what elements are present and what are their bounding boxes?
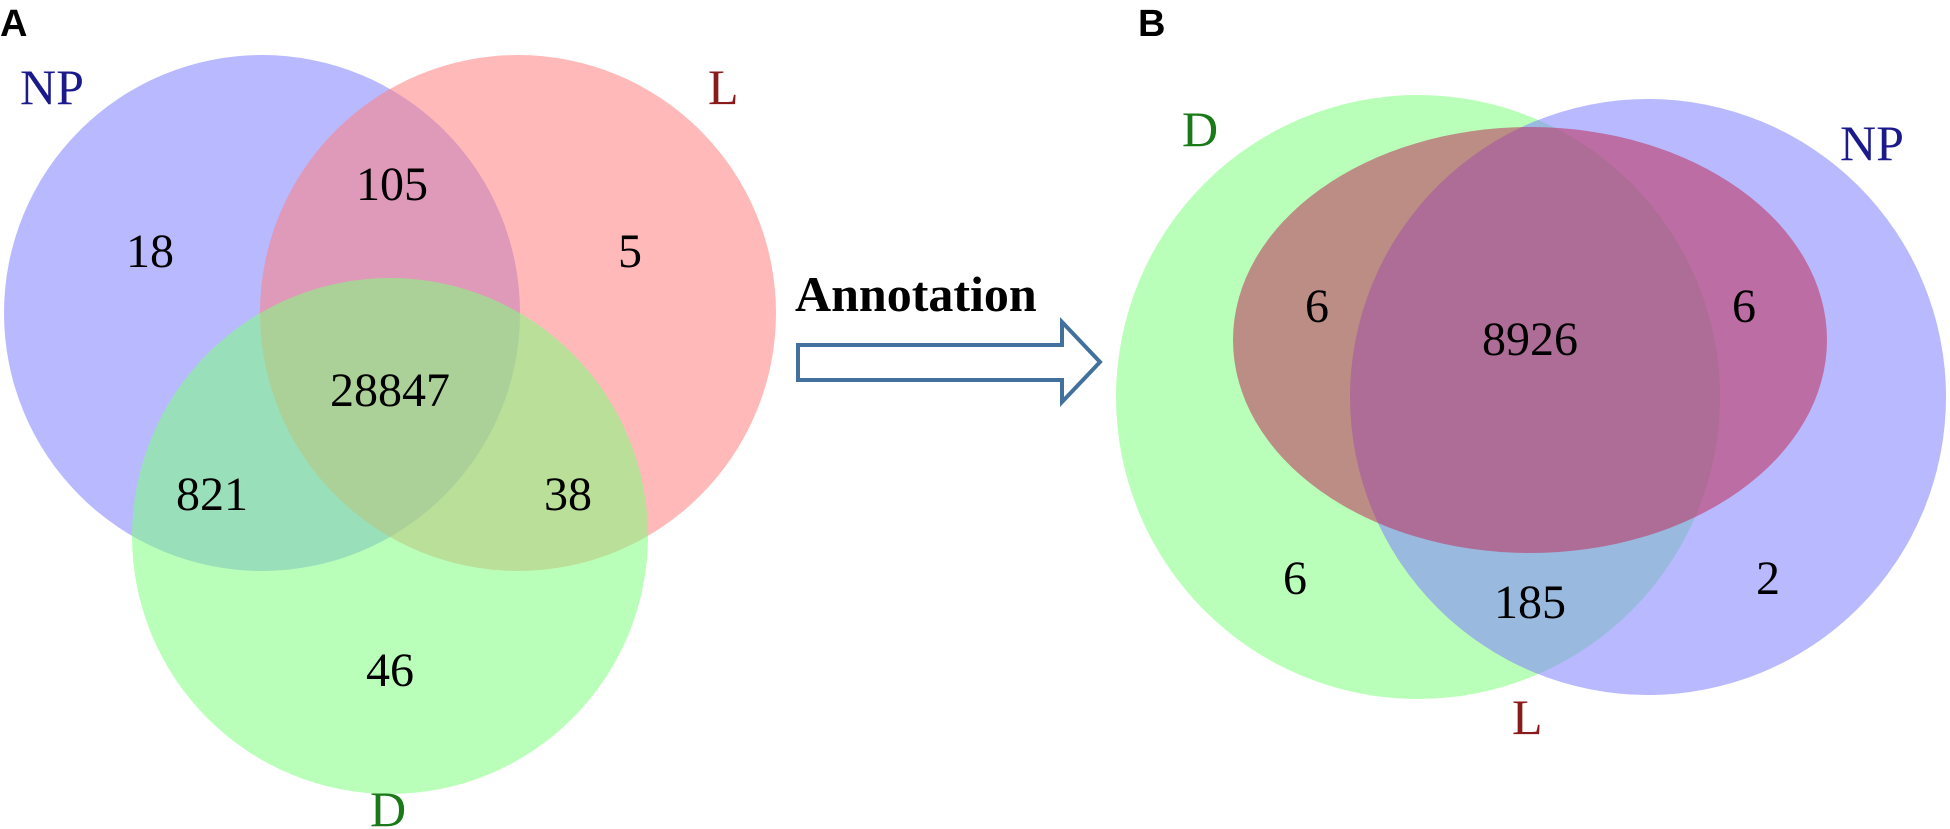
venn-b-region-np-l: 6 xyxy=(1732,280,1756,333)
panel-a-letter: A xyxy=(0,3,27,45)
venn-a-region-np-only: 18 xyxy=(126,225,174,278)
venn-a-region-np-d: 821 xyxy=(176,468,248,521)
panel-b-letter: B xyxy=(1138,3,1165,45)
venn-a-region-all: 28847 xyxy=(330,364,450,417)
venn-b-label-np: NP xyxy=(1840,115,1904,171)
annotation-label: Annotation xyxy=(795,266,1037,322)
venn-a-circle-d xyxy=(132,278,648,794)
venn-a-label-l: L xyxy=(708,59,739,115)
venn-b-region-d-np: 185 xyxy=(1494,576,1566,629)
venn-b-region-all: 8926 xyxy=(1482,313,1578,366)
venn-b-region-d-l: 6 xyxy=(1305,280,1329,333)
venn-a-region-np-l: 105 xyxy=(356,158,428,211)
venn-b-region-d-only: 6 xyxy=(1283,552,1307,605)
venn-b-ellipse-l xyxy=(1233,127,1827,553)
venn-a-region-d-only: 46 xyxy=(366,644,414,697)
venn-a-label-d: D xyxy=(370,781,406,829)
panel-b: B D NP L 6 8926 6 6 185 2 xyxy=(1116,3,1946,745)
venn-a-region-l-only: 5 xyxy=(618,225,642,278)
venn-a-label-np: NP xyxy=(20,59,84,115)
venn-b-label-l: L xyxy=(1512,689,1543,745)
annotation-arrow-icon xyxy=(796,316,1103,408)
venn-a-region-l-d: 38 xyxy=(544,468,592,521)
annotation-arrow-group: Annotation xyxy=(795,266,1103,408)
venn-b-region-np-only: 2 xyxy=(1756,552,1780,605)
panel-a: A NP L D 18 105 5 28847 821 38 46 xyxy=(0,3,776,829)
venn-b-label-d: D xyxy=(1182,101,1218,157)
